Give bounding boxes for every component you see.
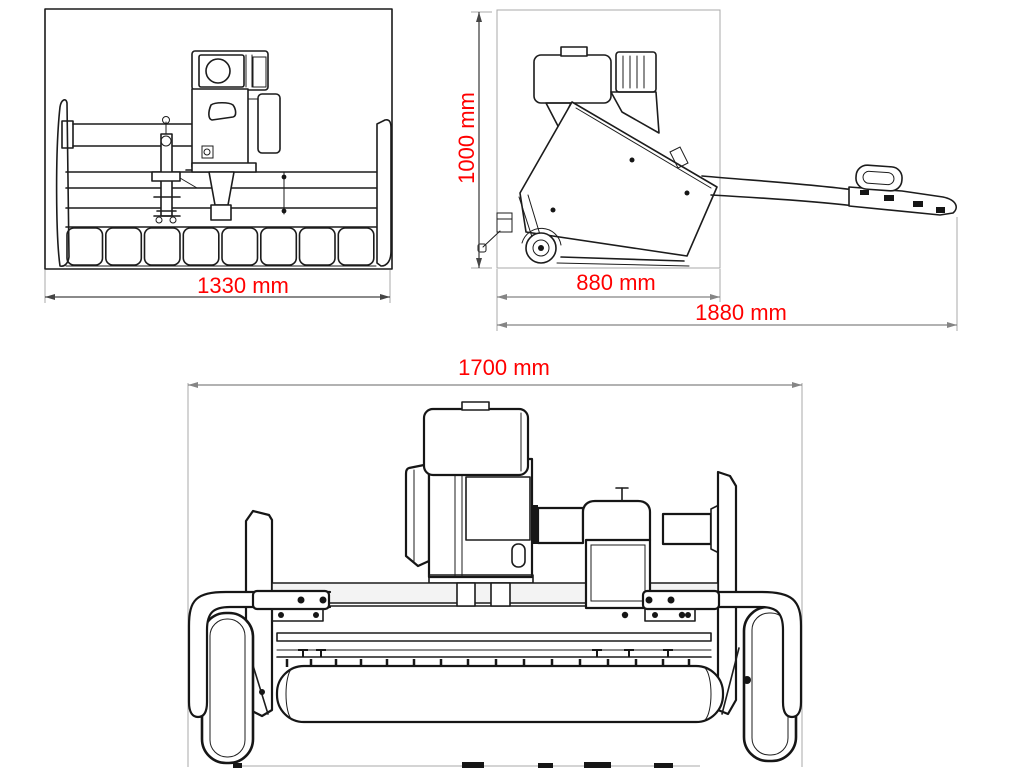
tow-arm bbox=[701, 175, 856, 207]
castor-wheel bbox=[477, 194, 562, 264]
dimension-label-rear-width: 1700 mm bbox=[458, 355, 550, 380]
hitch-handle bbox=[855, 164, 903, 192]
side-view-bounding-box bbox=[496, 9, 721, 269]
side-view-drawing bbox=[471, 9, 958, 331]
starter-cap-icon bbox=[205, 58, 231, 84]
dimension-label-overall-height: 1000 mm bbox=[454, 92, 479, 184]
guard-flap-row bbox=[65, 227, 377, 267]
cropped-dimension-artifact bbox=[233, 762, 700, 768]
engine-front bbox=[191, 50, 281, 173]
dimension-front-width bbox=[44, 270, 391, 303]
gearbox-funnel bbox=[208, 171, 235, 221]
wheel-left bbox=[200, 611, 255, 765]
mower-body-side bbox=[519, 101, 718, 267]
dimension-overall-height bbox=[471, 11, 492, 269]
dimension-body-length bbox=[496, 269, 721, 331]
dimension-label-body-length: 880 mm bbox=[576, 270, 656, 295]
handlebar-clamp-right bbox=[641, 589, 721, 622]
front-view-bounding-box bbox=[44, 8, 393, 270]
skid-plate-right bbox=[376, 119, 392, 267]
dimension-overall-length bbox=[497, 217, 958, 331]
engine-rear bbox=[404, 401, 720, 584]
rear-view-drawing bbox=[187, 382, 803, 768]
front-view-drawing bbox=[44, 8, 393, 303]
drive-shaft bbox=[536, 506, 585, 545]
hitch-mount-pin bbox=[669, 146, 689, 169]
skid-plate-left bbox=[55, 99, 70, 267]
handlebar-clamp-left bbox=[251, 589, 331, 622]
fuel-cap bbox=[461, 401, 490, 411]
belt-housing bbox=[581, 499, 652, 542]
dimension-label-overall-length: 1880 mm bbox=[695, 300, 787, 325]
adjuster-linkage bbox=[151, 116, 198, 224]
flail-shaft bbox=[276, 649, 712, 667]
spark-plug bbox=[511, 543, 526, 568]
tow-hitch bbox=[848, 164, 957, 216]
dimension-label-front-width: 1330 mm bbox=[197, 273, 289, 298]
engine-side bbox=[533, 46, 660, 134]
fuel-tank bbox=[422, 407, 530, 477]
